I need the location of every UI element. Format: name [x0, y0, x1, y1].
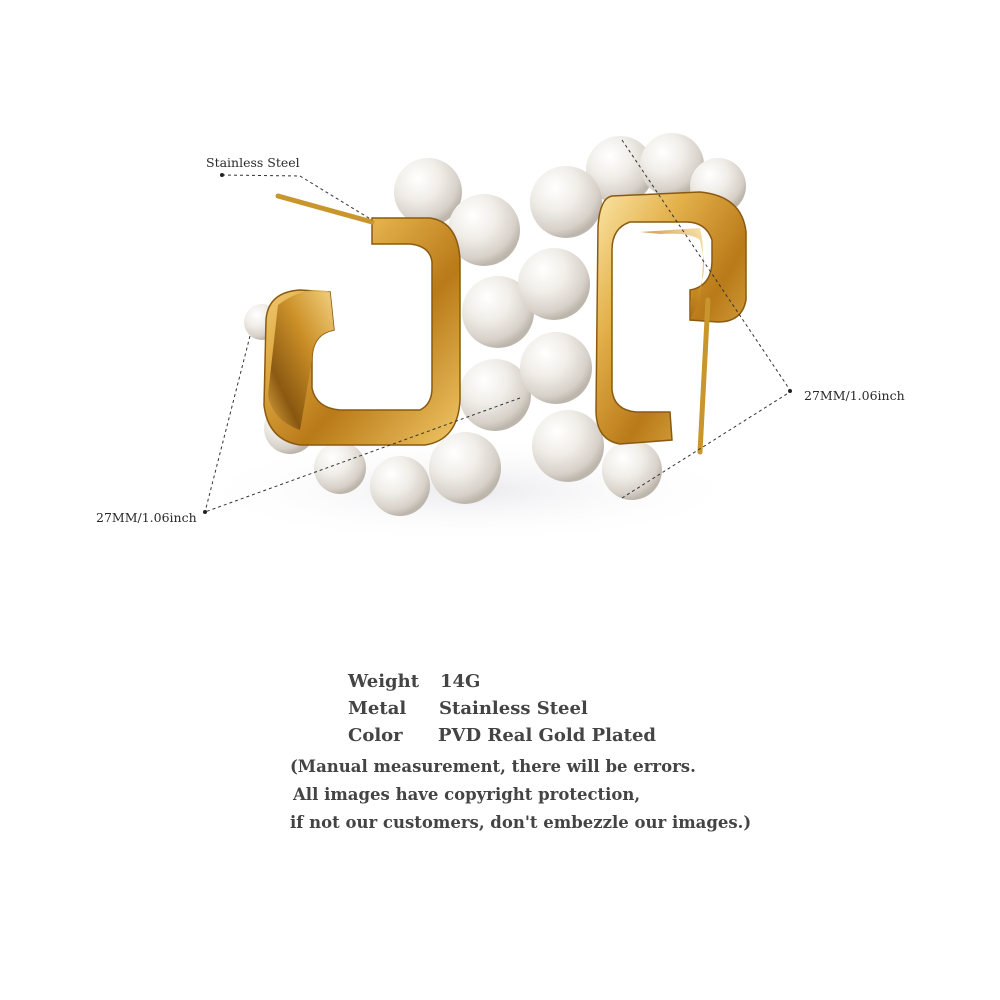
right-gold-hoop [595, 191, 747, 455]
size-callout-left: 27MM/1.06inch [96, 510, 197, 525]
left-gold-hoop [263, 193, 461, 446]
weight-value: 14G [440, 671, 481, 692]
notice-line-2: All images have copyright protection, [293, 785, 641, 804]
callout-lines [204, 139, 791, 513]
right-earring-pearls [518, 133, 746, 500]
metal-value: Stainless Steel [439, 698, 588, 719]
size-callout-right: 27MM/1.06inch [804, 388, 905, 403]
weight-label: Weight [348, 671, 420, 692]
metal-label: Metal [348, 698, 407, 719]
notice-line-3: if not our customers, don't embezzle our… [290, 813, 752, 832]
color-label: Color [348, 725, 403, 746]
callout-dots [203, 173, 792, 514]
material-callout-label: Stainless Steel [206, 155, 300, 170]
notice-line-1: (Manual measurement, there will be error… [290, 757, 696, 776]
color-value: PVD Real Gold Plated [438, 725, 657, 746]
earring-product-photo [190, 133, 792, 545]
